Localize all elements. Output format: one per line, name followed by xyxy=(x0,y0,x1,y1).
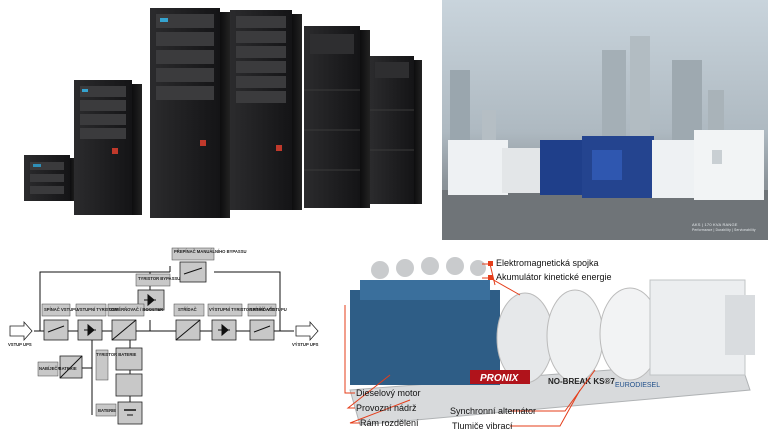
ups-tower-2 xyxy=(150,8,230,218)
label-engine: Dieselový motor xyxy=(356,388,421,398)
battery-block xyxy=(117,401,143,425)
ups-block-diagram: PŘEPÍNAČ MANUÁLNÍHO BYPASSU TYRISTOR BYP… xyxy=(0,240,330,438)
output-arrow xyxy=(295,320,319,342)
ups-small-unit xyxy=(24,155,76,201)
label-input-thyristor: VSTUPNÍ TYRISTOR xyxy=(77,307,117,312)
rotary-ups-illustration: PRONIX NO-BREAK KS®7 EURODIESEL Elektrom… xyxy=(330,240,768,438)
ups-cabinets-photo xyxy=(0,0,440,240)
rotary-ups-svg: PRONIX NO-BREAK KS®7 EURODIESEL xyxy=(344,257,755,427)
label-ups-output: VÝSTUP UPS xyxy=(292,342,319,347)
ups-cabinets-illustration xyxy=(24,8,422,218)
label-alternator: Synchronní alternátor xyxy=(450,406,537,416)
block-diagram-svg: PŘEPÍNAČ MANUÁLNÍHO BYPASSU TYRISTOR BYP… xyxy=(8,247,319,425)
callout-dot xyxy=(488,275,493,281)
generator-photo: AKS | 170 KVA RANGE Performance | Durabi… xyxy=(442,0,768,240)
label-damper: Tlumiče vibrací xyxy=(452,421,513,431)
callout-dot xyxy=(488,261,493,267)
ups-tower-4 xyxy=(304,26,370,208)
maker-label: EURODIESEL xyxy=(615,382,660,389)
generator-caption: AKS | 170 KVA RANGE xyxy=(692,222,738,227)
label-maintenance-bypass: PŘEPÍNAČ MANUÁLNÍHO BYPASSU xyxy=(174,249,247,254)
label-ups-input: VSTUP UPS xyxy=(8,342,32,347)
label-output-thyristor: VÝSTUPNÍ TYRISTOR STŘÍDAČE xyxy=(209,307,275,312)
label-inverter: STŘÍDAČ xyxy=(178,307,197,312)
brand-pronix: PRONIX xyxy=(480,373,520,384)
label-battery-charger: NABÍJEČ BATERIE xyxy=(39,366,77,371)
label-output-switch: SPÍNAČ VÝSTUPU xyxy=(250,307,287,312)
label-input-switch: SPÍNAČ VSTUPU xyxy=(44,307,78,312)
label-clutch: Elektromagnetická spojka xyxy=(488,258,599,268)
generator-illustration xyxy=(442,36,768,240)
label-tank: Provozní nádrž xyxy=(356,403,417,413)
ups-tower-3 xyxy=(230,10,302,210)
label-thyristor-bypass: TYRISTOR BYPASSU xyxy=(138,276,180,281)
pronix-plate xyxy=(470,370,530,384)
label-rectifier: USMĚRŇOVAČ / BOOSTER xyxy=(109,307,163,312)
ups-tower-1 xyxy=(74,80,142,215)
model-label: NO-BREAK KS®7 xyxy=(548,377,615,386)
input-switch-block xyxy=(43,319,69,341)
label-battery: BATERIE xyxy=(98,408,116,413)
maintenance-bypass-label-box xyxy=(171,247,215,261)
label-battery-thyristor: TYRISTOR BATERIE xyxy=(96,352,137,357)
maintenance-bypass-switch xyxy=(179,261,207,283)
battery-thyristor-block xyxy=(115,347,143,371)
output-switch-block xyxy=(249,319,275,341)
input-arrow xyxy=(9,320,33,342)
generator-subcaption: Performance | Durability | Serviceabilit… xyxy=(692,228,756,232)
label-frame: Rám rozdělení xyxy=(360,418,419,428)
ups-tower-5 xyxy=(370,56,422,204)
label-accumulator: Akumulátor kinetické energie xyxy=(488,272,612,282)
